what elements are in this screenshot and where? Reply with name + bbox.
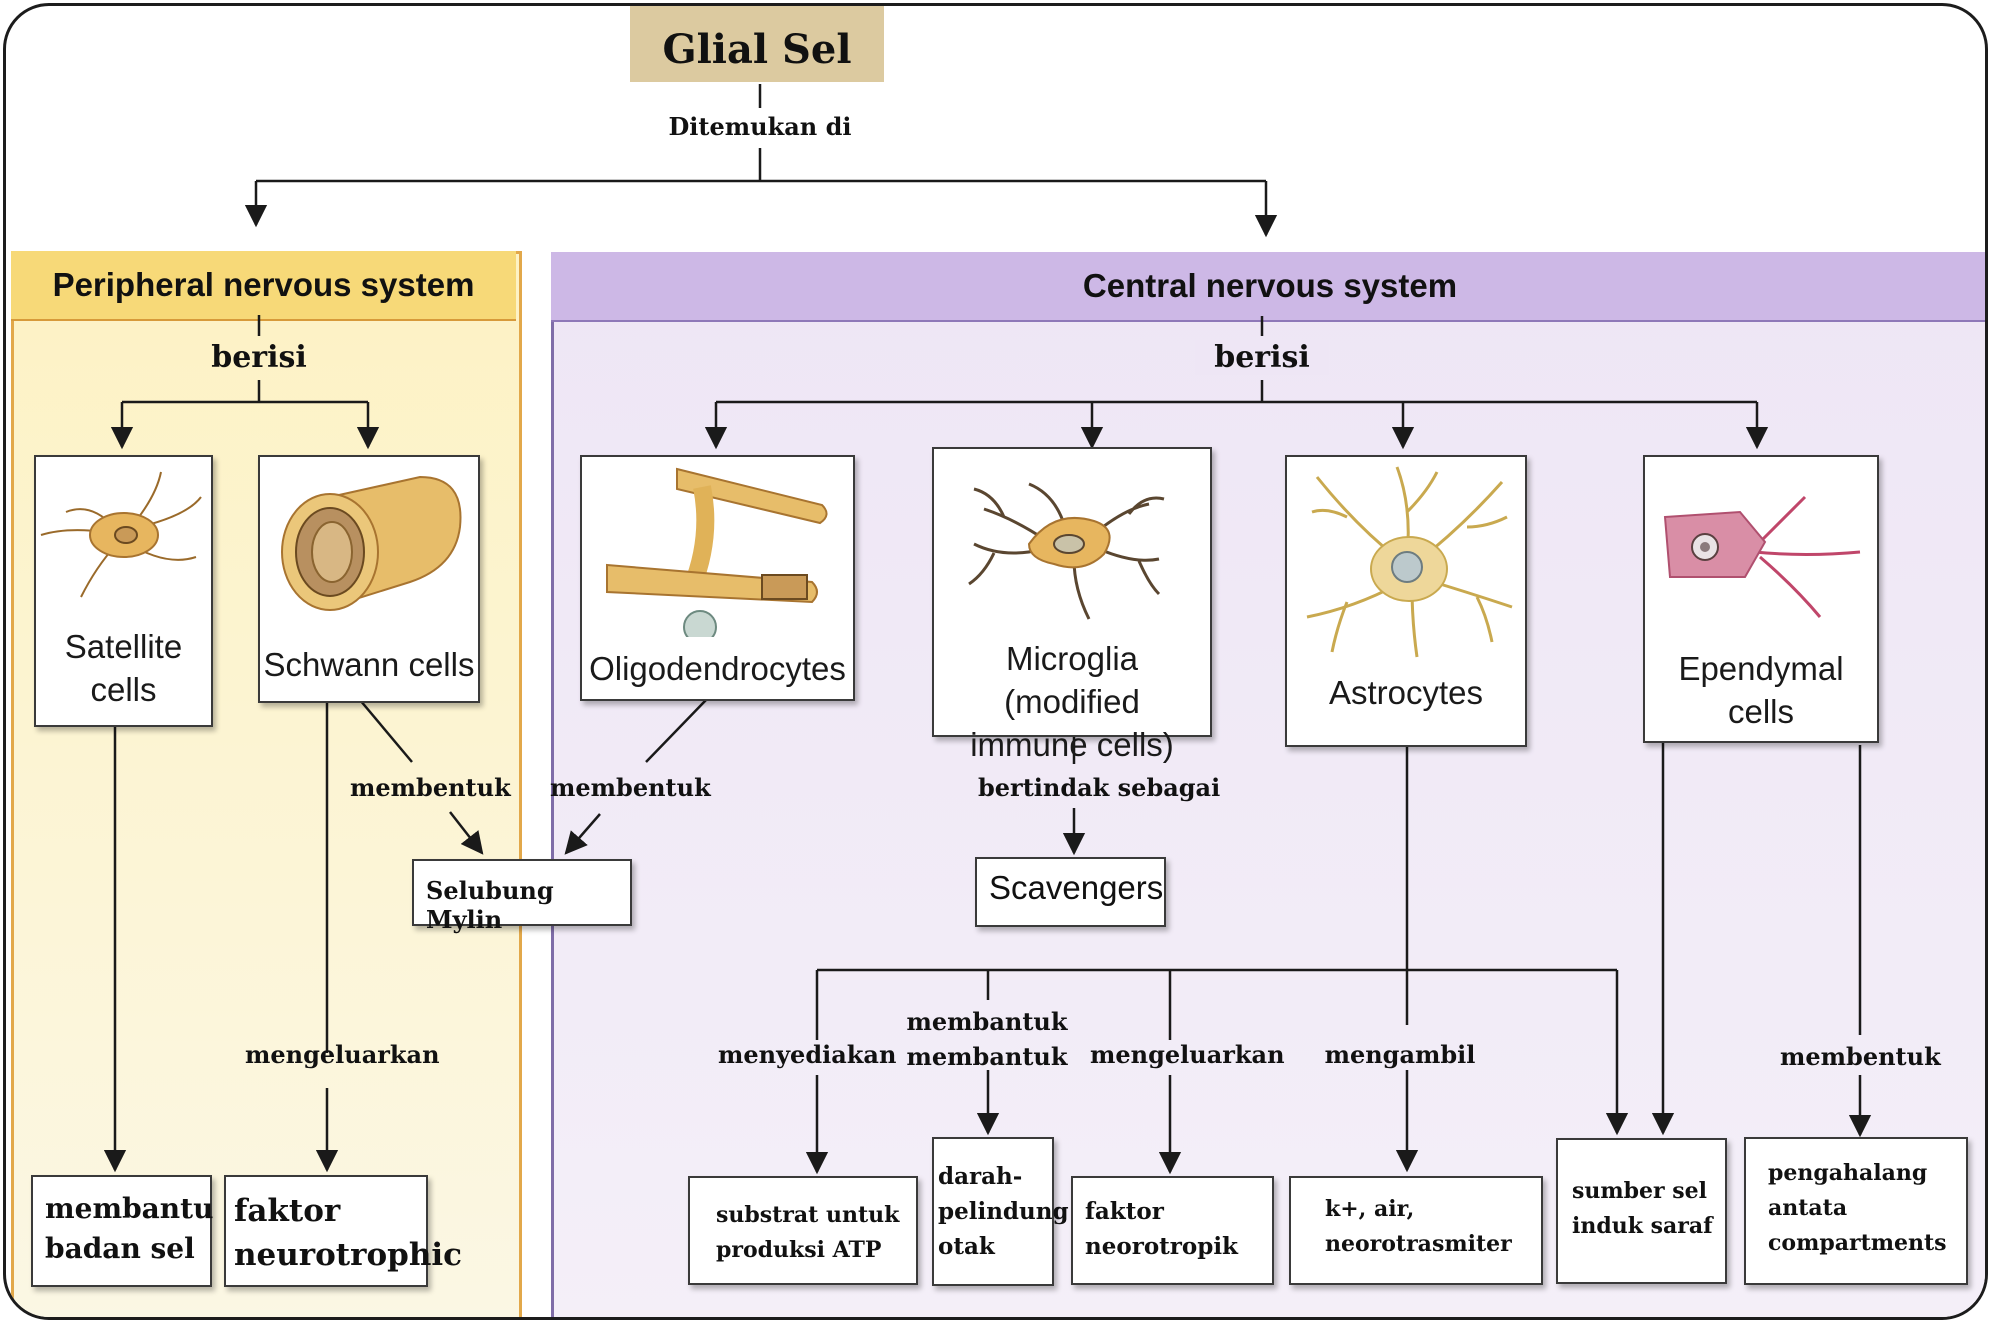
cell-card-astrocytes: Astrocytes [1285,455,1527,747]
oligo-forms-label: membentuk [550,773,711,802]
stem-cell-box: sumber sel induk saraf [1556,1138,1727,1284]
ependymal-cell-icon [1663,495,1861,618]
pns-contains-label: berisi [211,340,307,375]
barrier-box: pengahalang antata compartments [1744,1137,1968,1285]
cell-card-oligodendrocytes: Oligodendrocytes [580,455,855,701]
schwann-forms-label: membentuk [350,773,511,802]
microglia-icon [968,482,1165,620]
myelin-box: Selubung Mylin [412,859,632,934]
title-text: Glial Sel [662,26,852,73]
neurotrophic-box: faktor neorotropik [1071,1176,1274,1285]
found-in-label: Ditemukan di [668,112,852,141]
uptake-box: k+, air, neorotrasmiter [1289,1176,1543,1285]
pns-panel [11,251,522,1317]
satellite-function-text: membantu badan sel [45,1192,214,1265]
schwann-cell-icon [281,475,462,611]
atp-box: substrat untuk produksi ATP [688,1176,918,1285]
uptake-text: k+, air, neorotrasmiter [1325,1196,1512,1257]
astrocytes-label: Astrocytes [1328,674,1484,711]
arrow-oligo-myelin [564,813,601,855]
title-box: Glial Sel [630,6,884,82]
scavengers-box: Scavengers [975,857,1166,927]
astro-secretes-label: mengeluarkan [1090,1040,1285,1069]
astro-forms-label-1: membantuk [906,1007,1068,1036]
acts-as-label: bertindak sebagai [978,773,1221,802]
astro-provides-label: menyediakan [718,1040,897,1069]
schwann-cells-label: Schwann cells [263,646,475,683]
satellite-cells-label: Satellite cells [64,628,183,708]
cell-card-microglia: Microglia (modified immune cells) [932,447,1212,763]
microglia-label: Microglia (modified immune cells) [970,640,1174,763]
astro-forms-label-2: membantuk [906,1042,1068,1071]
cns-header: Central nervous system [551,252,1985,322]
barrier-text: pengahalang antata compartments [1768,1160,1947,1256]
ependymal-label: Ependymal cells [1678,650,1844,730]
myelin-text: Selubung Mylin [426,876,554,934]
cns-contains-label: berisi [1195,340,1329,375]
satellite-cell-icon [40,471,202,598]
scavengers-text: Scavengers [989,869,1164,906]
arrow-schwann-myelin [449,811,484,855]
cell-card-ependymal: Ependymal cells [1643,455,1879,743]
schwann-function-text: faktor neurotrophic [234,1193,463,1273]
bbb-text: darah- pelindung otak [938,1163,1069,1260]
atp-text: substrat untuk produksi ATP [716,1202,900,1263]
schwann-function-box: faktor neurotrophic [224,1175,463,1287]
astrocyte-icon [1306,466,1513,658]
oligodendrocyte-icon [606,467,828,644]
stem-cell-text: sumber sel induk saraf [1572,1178,1713,1239]
ependymal-forms-label: membentuk [1780,1042,1941,1071]
cell-card-schwann: Schwann cells [258,455,480,703]
pns-header: Peripheral nervous system [11,251,516,321]
bbb-box: darah- pelindung otak [932,1137,1069,1286]
oligodendrocytes-label: Oligodendrocytes [589,650,846,687]
cell-card-satellite: Satellite cells [34,455,213,727]
astro-takes-label: mengambil [1324,1040,1476,1069]
satellite-function-box: membantu badan sel [31,1175,214,1287]
neurotrophic-text: faktor neorotropik [1085,1198,1238,1260]
schwann-secretes-label: mengeluarkan [245,1040,440,1069]
